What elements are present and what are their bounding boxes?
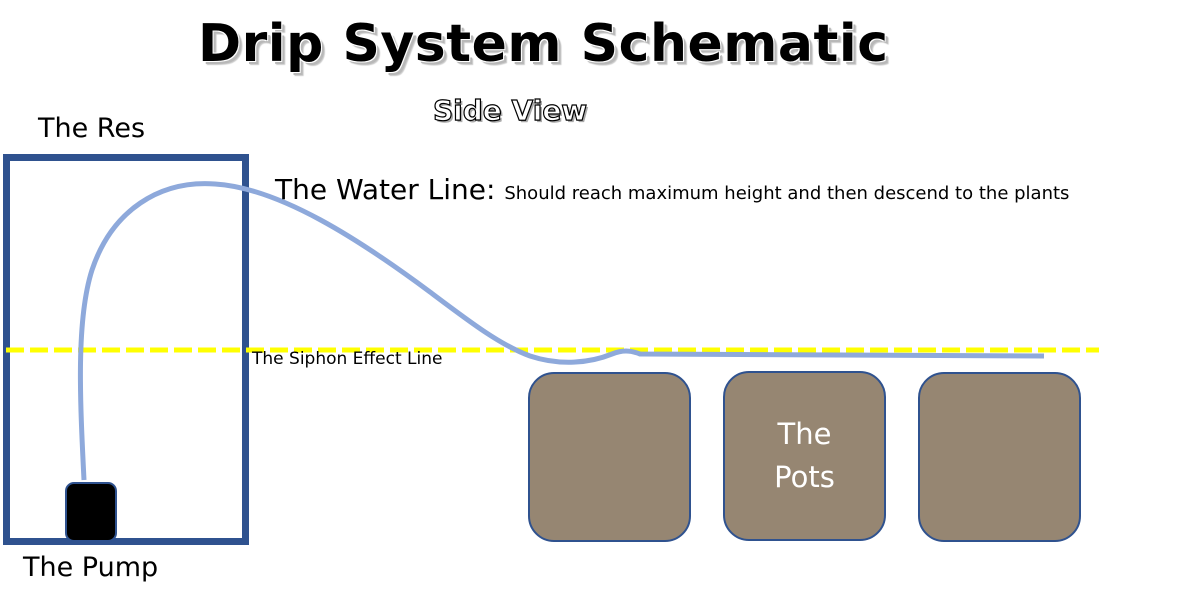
pot-2: The Pots bbox=[723, 371, 886, 541]
diagram-subtitle: Side View bbox=[432, 93, 588, 127]
pump-shape bbox=[65, 482, 117, 542]
pot-3 bbox=[918, 372, 1081, 542]
siphon-line-label: The Siphon Effect Line bbox=[252, 349, 443, 369]
pot-2-label: The Pots bbox=[774, 416, 835, 495]
diagram-title: Drip System Schematic bbox=[198, 14, 889, 74]
pot-1 bbox=[528, 372, 691, 542]
water-line-heading: The Water Line: bbox=[275, 173, 496, 206]
water-line-label: The Water Line: Should reach maximum hei… bbox=[275, 173, 1069, 206]
reservoir-label: The Res bbox=[38, 113, 146, 144]
water-line-description: Should reach maximum height and then des… bbox=[504, 183, 1070, 204]
water-line-tube bbox=[77, 181, 1045, 481]
pump-label: The Pump bbox=[23, 552, 159, 583]
